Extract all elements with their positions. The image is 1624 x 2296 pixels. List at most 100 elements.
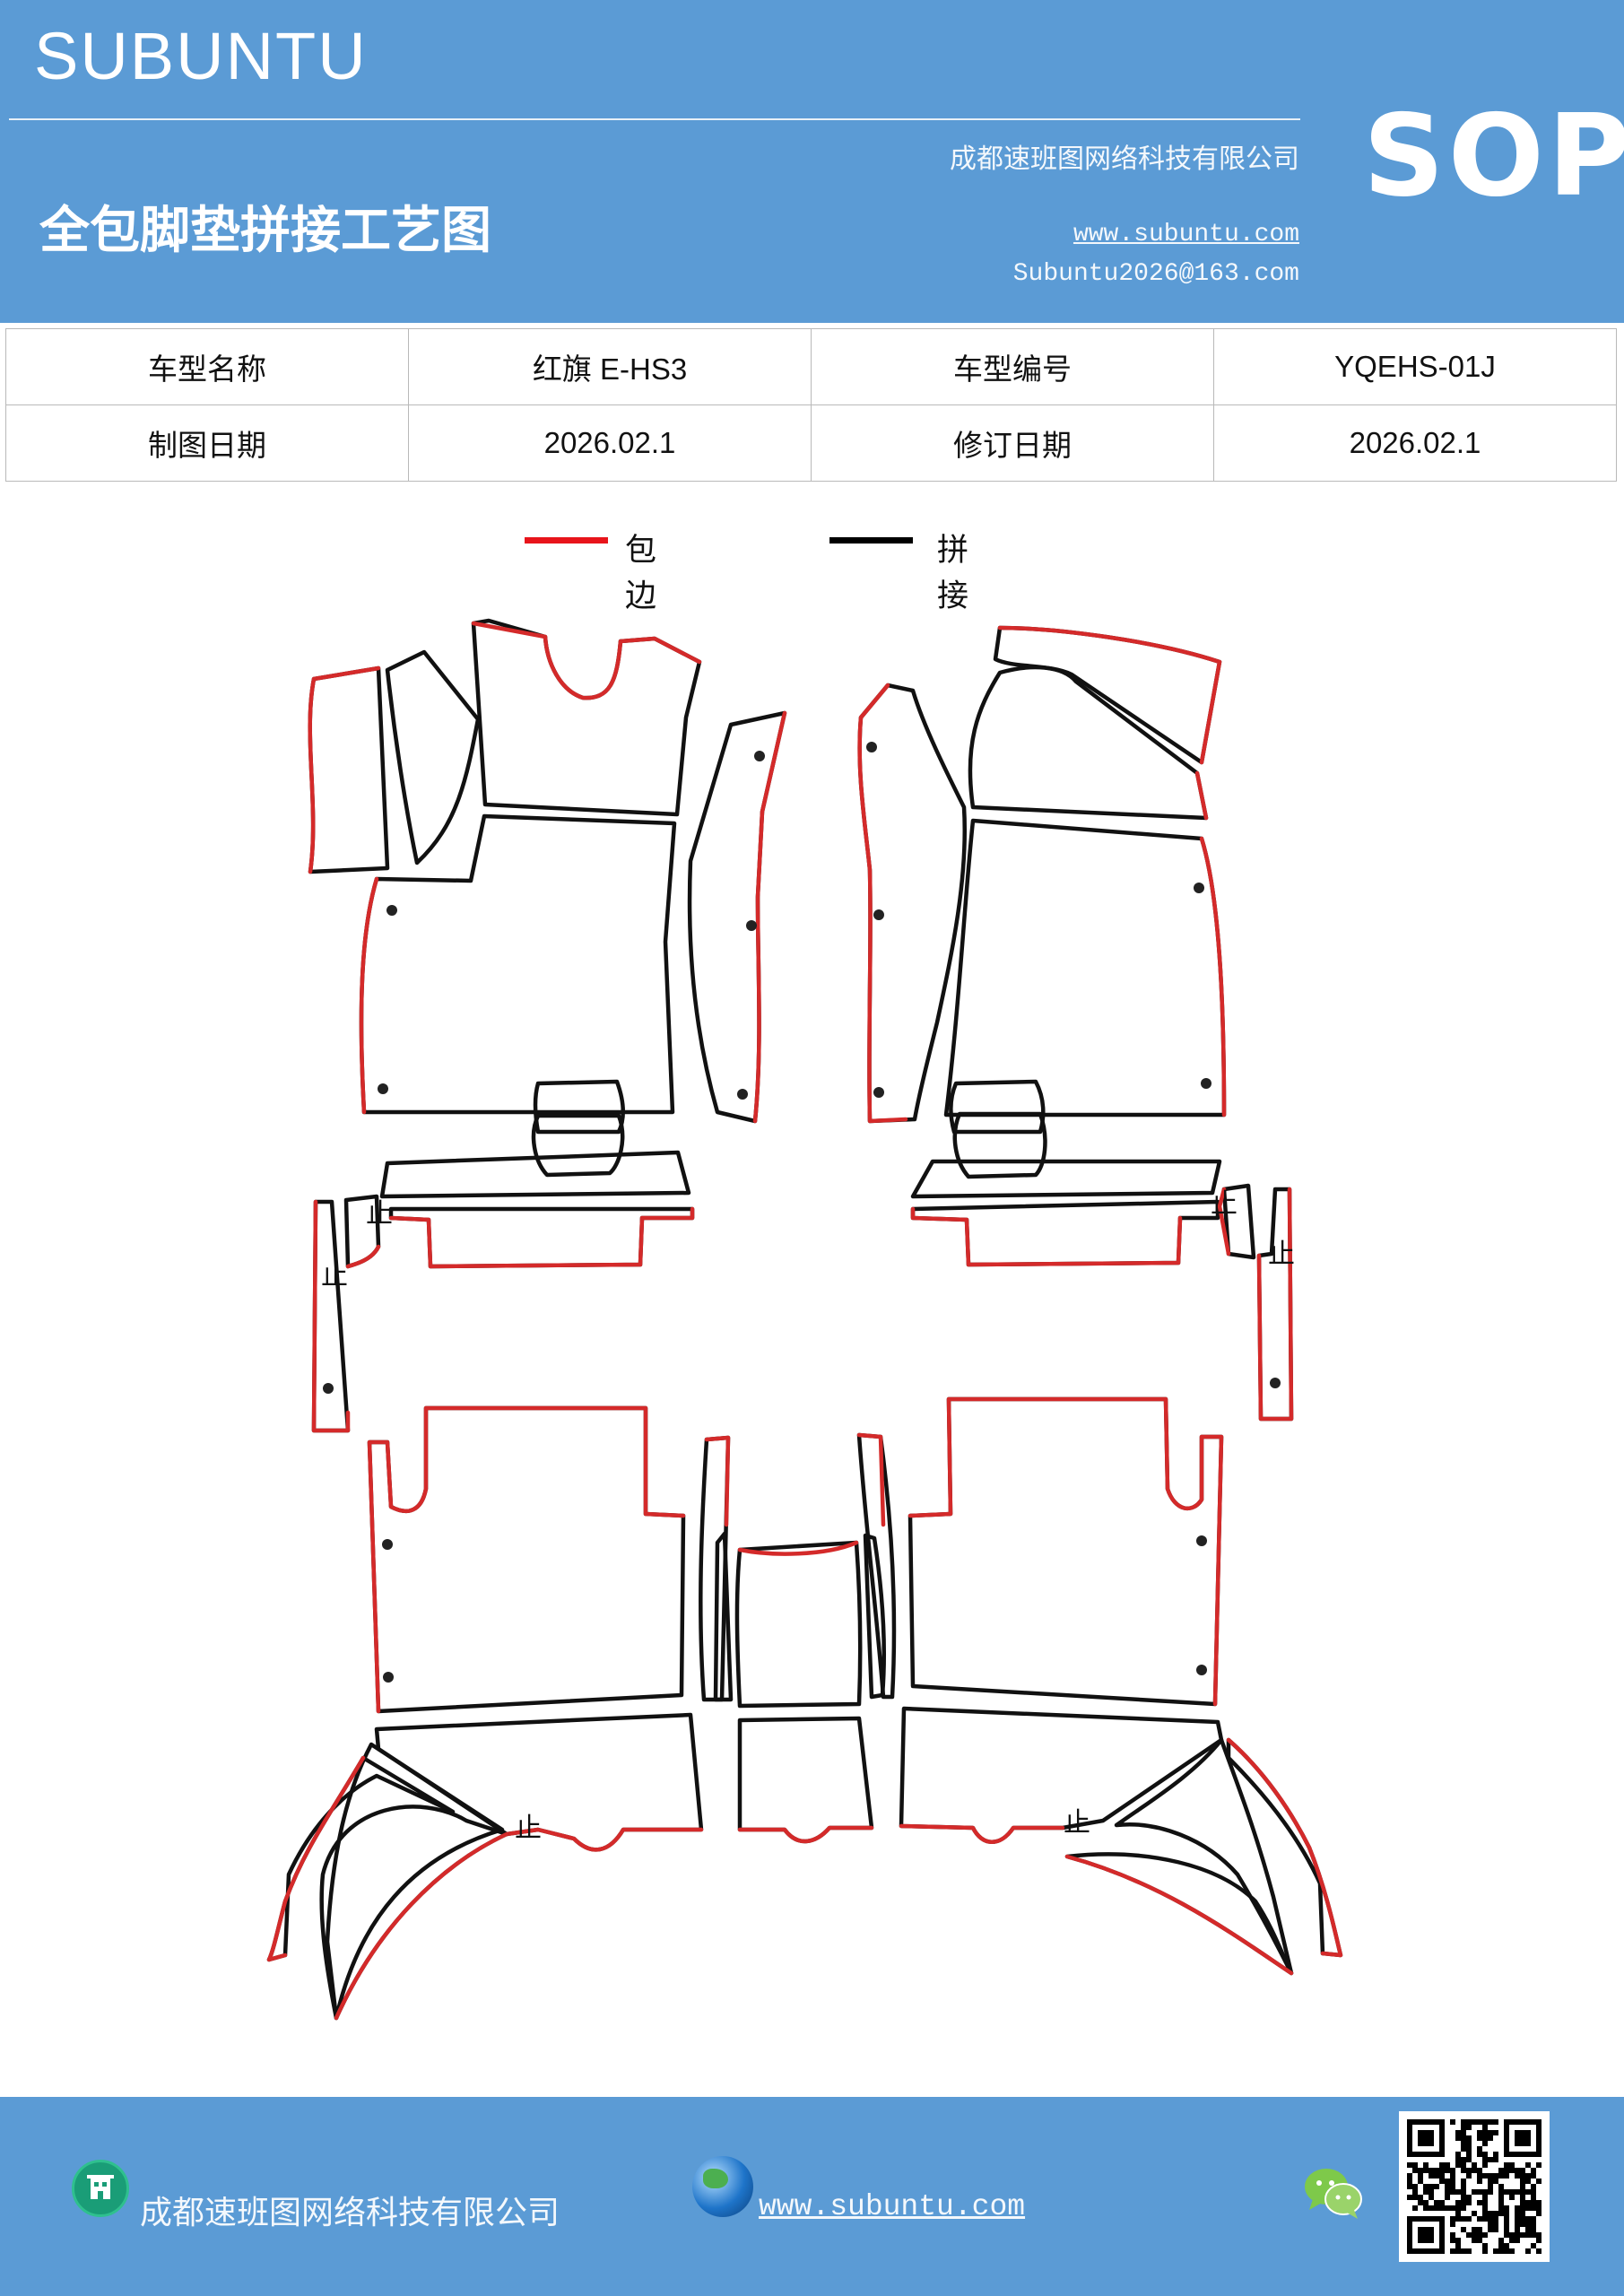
table-row: 制图日期 2026.02.1 修订日期 2026.02.1 <box>5 404 1617 482</box>
stop-mark: 止 <box>321 1260 348 1292</box>
stop-mark: 止 <box>515 1813 542 1844</box>
globe-icon <box>692 2156 753 2217</box>
label-model-name: 车型名称 <box>5 328 409 405</box>
mounting-hole <box>1201 1078 1211 1089</box>
mat-piece <box>379 1150 691 1199</box>
edge-trim <box>704 1435 731 1527</box>
edge-trim <box>1064 1854 1294 1976</box>
mounting-hole <box>866 742 877 752</box>
rear-left-mat-group <box>266 1405 731 2021</box>
vehicle-info-table: 车型名称 红旗 E-HS3 车型编号 YQEHS-01J 制图日期 2026.0… <box>5 328 1617 482</box>
edge-trim <box>737 1540 859 1556</box>
rear-right-mat-group <box>899 1396 1343 1976</box>
stop-mark: 止 <box>1268 1239 1295 1270</box>
mat-piece <box>968 665 1209 821</box>
mat-piece <box>385 649 481 865</box>
value-model-name: 红旗 E-HS3 <box>408 328 812 405</box>
mat-piece <box>359 813 677 1115</box>
table-row: 车型名称 红旗 E-HS3 车型编号 YQEHS-01J <box>5 328 1617 405</box>
legend-seam-swatch <box>829 537 913 544</box>
mat-piece <box>734 1540 863 1709</box>
header-email[interactable]: Subuntu2026@163.com <box>1012 260 1299 288</box>
stop-mark: 止 <box>366 1198 393 1230</box>
header-banner: SUBUNTU 成都速班图网络科技有限公司 全包脚垫拼接工艺图 www.subu… <box>0 0 1624 323</box>
mounting-hole <box>382 1539 393 1550</box>
edge-trim <box>504 1827 704 1852</box>
edge-trim <box>367 1405 686 1714</box>
edge-trim <box>737 1825 874 1844</box>
footer-website-link[interactable]: www.subuntu.com <box>759 2190 1026 2223</box>
label-model-code: 车型编号 <box>811 328 1214 405</box>
edge-trim <box>359 876 379 1115</box>
mat-piece <box>943 818 1227 1118</box>
mat-piece <box>1226 1737 1343 1958</box>
mounting-hole <box>746 920 757 931</box>
edge-trim <box>345 1244 381 1269</box>
stop-mark: 止 <box>1064 1807 1090 1839</box>
mounting-hole <box>1194 883 1204 893</box>
mat-piece <box>367 1405 686 1714</box>
mat-piece <box>952 1111 1047 1179</box>
mat-piece <box>949 1079 1046 1135</box>
legend-edge-label: 包边 <box>625 533 657 614</box>
mat-piece <box>908 1396 1224 1707</box>
mat-piece <box>713 1531 734 1702</box>
mat-piece <box>1194 770 1209 821</box>
header-company: 成都速班图网络科技有限公司 <box>950 144 1299 175</box>
rear-center-mat-group <box>713 1432 897 1844</box>
value-draw-date: 2026.02.1 <box>408 404 812 482</box>
edge-trim <box>308 665 381 874</box>
edge-trim <box>311 1199 351 1433</box>
mat-piece <box>737 1716 874 1844</box>
mounting-hole <box>873 1087 884 1098</box>
edge-trim <box>1256 1187 1294 1422</box>
front-left-mat-group <box>308 618 787 1433</box>
page-title: 全包脚垫拼接工艺图 <box>39 201 491 260</box>
stop-marks: 止 止 止 止 止 止 <box>321 1188 1295 1844</box>
mat-piece <box>856 1432 897 1700</box>
label-draw-date: 制图日期 <box>5 404 409 482</box>
value-revision-date: 2026.02.1 <box>1213 404 1617 482</box>
edge-trim <box>910 1206 1183 1267</box>
mounting-hole <box>383 1672 394 1683</box>
edge-trim <box>856 1432 886 1527</box>
mounting-holes <box>323 742 1281 1683</box>
mat-piece <box>993 625 1222 765</box>
mat-piece <box>1064 1852 1294 1976</box>
mat-piece <box>910 1159 1222 1199</box>
mat-piece <box>910 1199 1220 1267</box>
edge-trim <box>752 710 787 1124</box>
sop-badge: SOP <box>1363 90 1624 222</box>
mat-piece <box>531 1113 625 1178</box>
mat-piece <box>266 1755 456 1962</box>
mounting-hole <box>323 1383 334 1394</box>
mounting-hole <box>1196 1665 1207 1675</box>
header-website-link[interactable]: www.subuntu.com <box>1073 221 1299 248</box>
qr-code[interactable] <box>1399 2111 1550 2262</box>
mat-piece <box>325 1742 505 2021</box>
mat-piece <box>699 1435 731 1702</box>
wechat-icon[interactable] <box>1302 2163 1365 2222</box>
legend-seam-label: 拼接 <box>937 533 969 614</box>
label-revision-date: 修订日期 <box>811 404 1214 482</box>
mounting-hole <box>1270 1378 1281 1388</box>
mat-piece <box>1114 1737 1294 1976</box>
mounting-hole <box>1196 1535 1207 1546</box>
value-model-code: YQEHS-01J <box>1213 328 1617 405</box>
footer-company: 成都速班图网络科技有限公司 <box>140 2195 560 2231</box>
mounting-hole <box>386 905 397 916</box>
edge-trim <box>997 625 1222 765</box>
edge-trim <box>1199 836 1227 1118</box>
mat-piece <box>533 1079 625 1135</box>
building-icon <box>72 2160 129 2217</box>
mat-piece <box>471 618 702 817</box>
edge-trim <box>908 1396 1224 1707</box>
mounting-hole <box>873 909 884 920</box>
edge-trim <box>1217 1187 1231 1257</box>
brand-name: SUBUNTU <box>34 19 368 93</box>
mat-piece <box>311 1199 351 1433</box>
legend-edge-swatch <box>525 537 608 544</box>
edge-trim <box>334 1831 509 2021</box>
edge-trim <box>471 621 702 700</box>
